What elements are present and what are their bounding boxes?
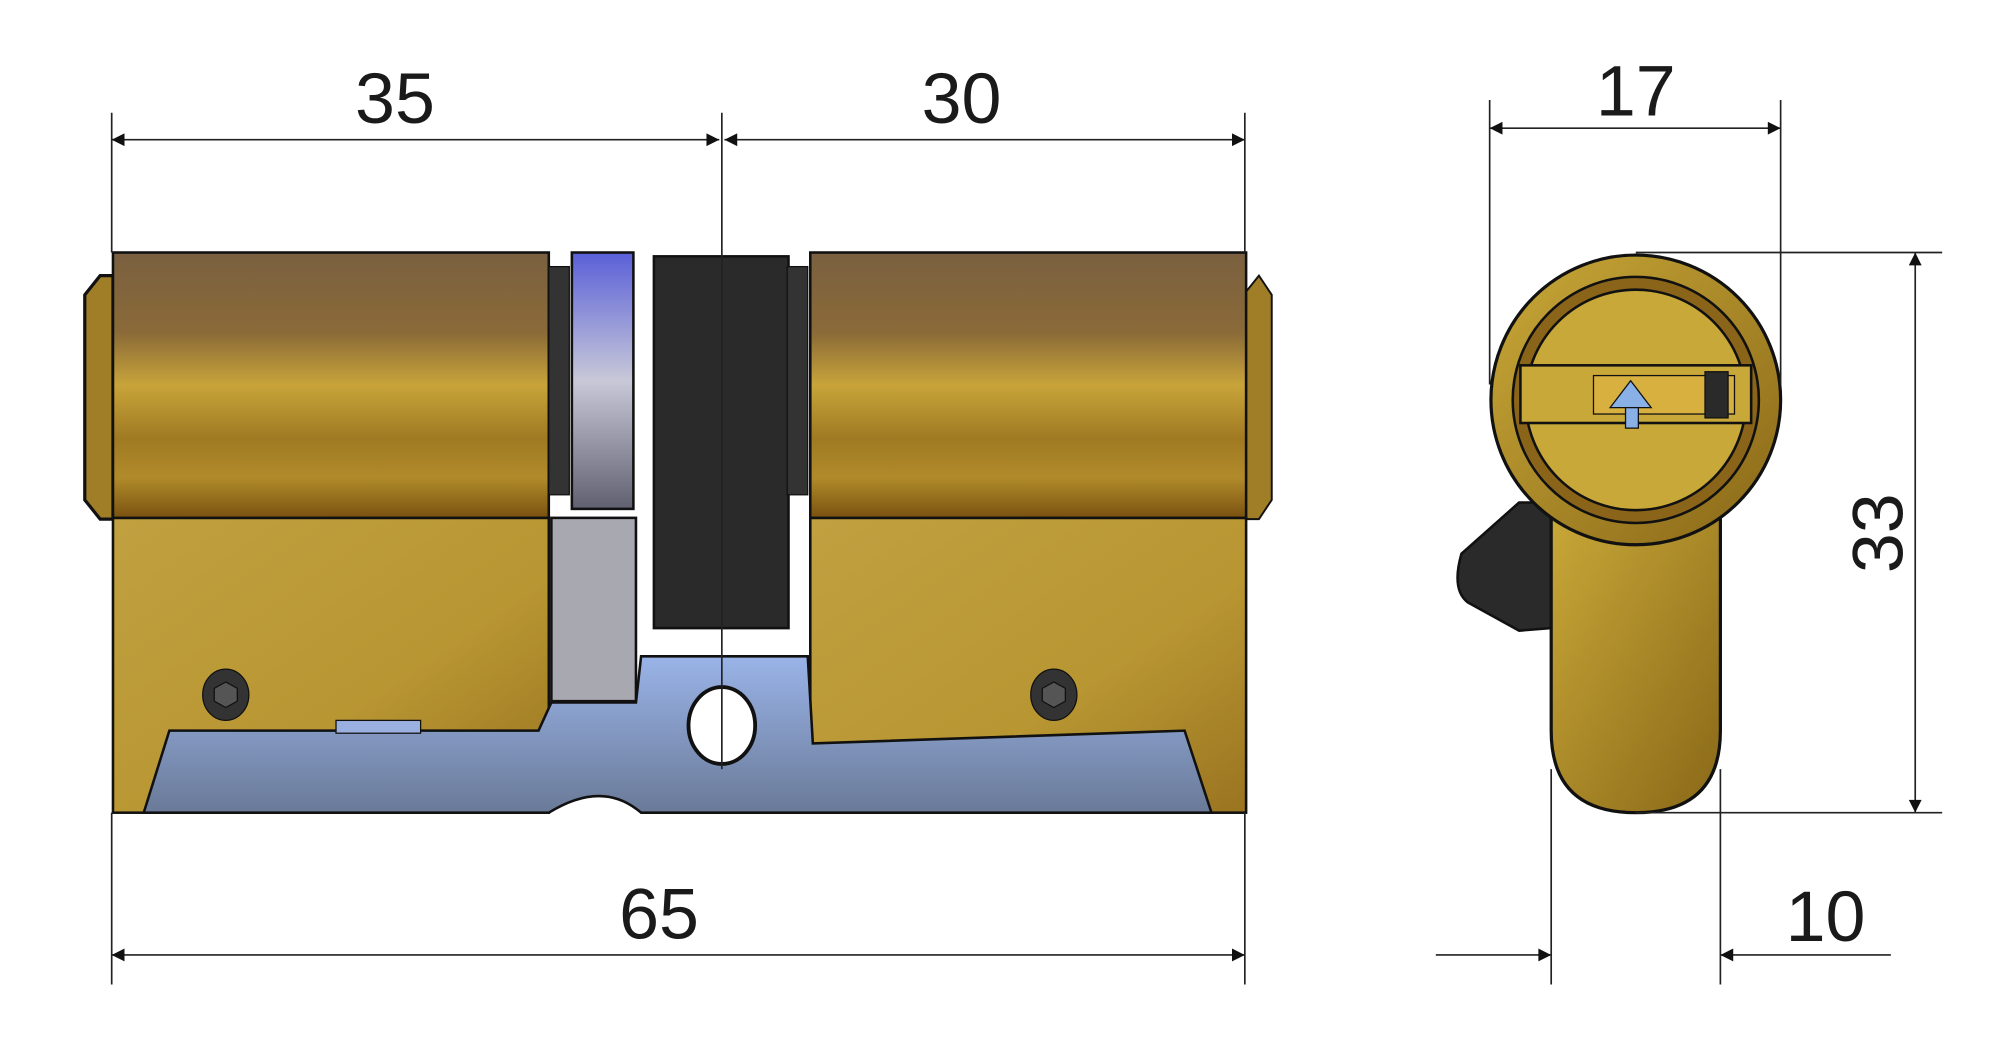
dim-lower-width: 10 (1786, 877, 1866, 957)
dim-right-length: 30 (922, 59, 1002, 139)
side-view (1456, 253, 1783, 815)
hex-screw-right (1030, 668, 1078, 722)
hex-screw-left (202, 668, 250, 722)
dim-left-length: 35 (355, 59, 435, 139)
retaining-tab (335, 719, 422, 734)
front-view (83, 251, 1273, 814)
side-pin (1704, 371, 1729, 419)
pin-stem (1624, 406, 1639, 429)
dim-height: 33 (1838, 493, 1918, 573)
dimensions: 35 30 65 17 33 10 (110, 51, 1943, 985)
spacer (786, 265, 809, 496)
dim-total-length: 65 (619, 874, 699, 954)
steel-base (141, 655, 1214, 814)
spacer (548, 265, 570, 496)
cylinder-profile (1549, 511, 1722, 815)
steel-ring (570, 251, 635, 511)
right-plug (809, 251, 1248, 520)
cam-side (1456, 501, 1553, 632)
steel-bar (550, 516, 638, 703)
dim-width: 17 (1596, 51, 1676, 131)
left-plug (111, 251, 551, 520)
left-end-cap (83, 273, 115, 521)
right-end-cap (1242, 273, 1273, 521)
